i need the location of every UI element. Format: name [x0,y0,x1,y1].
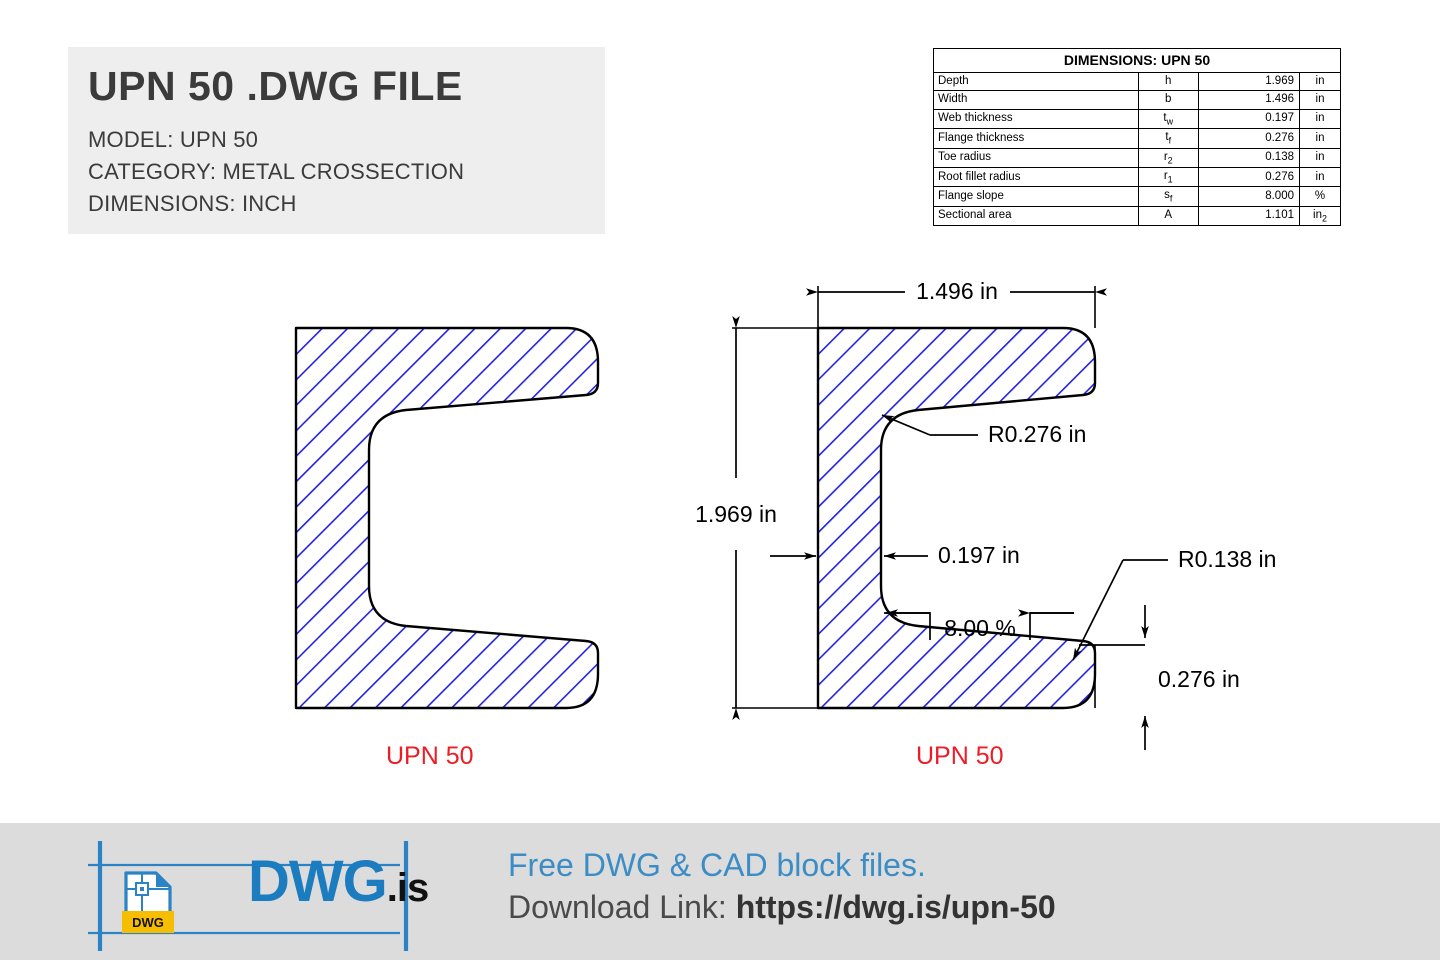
cell-value: 8.000 [1197,186,1300,207]
cell-symbol: r1 [1137,167,1199,188]
dim-flange-slope [884,609,1074,640]
cell-property-name: Width [933,90,1139,110]
meta-dimensions-value: INCH [241,190,297,216]
cell-unit: in [1298,167,1342,188]
cell-symbol: tw [1137,108,1199,130]
cell-property-name: Toe radius [933,147,1139,169]
dwg-badge-label: DWG [132,915,164,930]
footer-download-line: Download Link: https://dwg.is/upn-50 [508,887,1408,929]
table-head: DIMENSIONS: UPN 50 [933,48,1341,73]
cell-unit: in [1298,90,1342,110]
cell-property-name: Flange thickness [933,128,1139,149]
leader-root-fillet [881,414,978,436]
table-title: DIMENSIONS: UPN 50 [933,48,1341,73]
leader-toe-radius-label: R0.138 in [1178,546,1276,572]
brand-wordmark: DWG.is [248,853,429,911]
cell-property-name: Sectional area [933,205,1139,227]
cell-symbol: sf [1137,186,1199,207]
upn-section-outline-left [294,326,600,710]
cell-property-name: Web thickness [933,108,1139,130]
cell-value: 0.276 [1197,167,1300,188]
dim-width-label: 1.496 in [916,278,998,304]
brand-tld: .is [386,866,429,910]
meta-dimensions: DIMENSIONS: INCH [88,188,605,220]
brand-name: DWG [248,849,388,914]
footer-bar: DWG DWG.is Free DWG & CAD block files. D… [0,823,1440,960]
cell-symbol: tf [1137,128,1199,149]
footer-text-block: Free DWG & CAD block files. Download Lin… [508,845,1408,928]
dim-flange-thickness [1079,605,1149,750]
dwg-badge [122,911,174,933]
meta-model-label: MODEL: [88,127,174,153]
meta-dimensions-label: DIMENSIONS: [88,190,236,216]
cell-symbol: b [1137,90,1199,110]
dim-web-label: 0.197 in [938,542,1020,568]
footer-download-label: Download Link: [508,888,727,925]
meta-category: CATEGORY: METAL CROSSECTION [88,156,605,188]
cell-property-name: Depth [933,71,1139,92]
brand-logo[interactable]: DWG DWG.is [70,833,429,953]
cell-value: 1.496 [1197,90,1300,110]
cell-value: 1.969 [1197,71,1300,92]
caption-left-profile: UPN 50 [386,742,474,770]
cell-unit: in [1298,128,1342,149]
leader-root-fillet-label: R0.276 in [988,421,1086,447]
profile-left [294,326,600,710]
cell-symbol: h [1137,71,1199,92]
page-title: UPN 50 .DWG FILE [88,63,463,109]
cell-unit: in [1298,71,1342,92]
download-link[interactable]: https://dwg.is/upn-50 [735,888,1056,925]
footer-tagline: Free DWG & CAD block files. [508,847,926,883]
upn-section-outline-right [816,326,1097,710]
leader-toe-radius [1072,559,1168,661]
cell-value: 0.197 [1197,108,1300,130]
cell-unit: in [1298,147,1342,169]
meta-category-value: METAL CROSSECTION [222,158,465,184]
cell-unit: % [1298,186,1342,207]
profile-right: 1.496 in 1.969 in 0.197 in [695,278,1276,750]
cell-property-name: Flange slope [933,186,1139,207]
dim-flange-thickness-label: 0.276 in [1158,666,1240,692]
caption-right-profile: UPN 50 [916,742,1004,770]
meta-model: MODEL: UPN 50 [88,124,605,156]
cell-symbol: r2 [1137,147,1199,169]
meta-category-label: CATEGORY: [88,158,217,184]
title-block: UPN 50 .DWG FILE MODEL: UPN 50 CATEGORY:… [68,47,605,234]
cell-property-name: Root fillet radius [933,167,1139,188]
table-title-row: DIMENSIONS: UPN 50 [933,48,1341,73]
cell-value: 1.101 [1197,205,1300,227]
meta-model-value: UPN 50 [179,127,259,153]
dwg-file-icon: DWG [122,871,174,933]
cell-value: 0.138 [1197,147,1300,169]
cell-value: 0.276 [1197,128,1300,149]
dim-flange-slope-label: 8.00 % [944,615,1016,641]
dim-depth-label: 1.969 in [695,501,777,527]
cell-symbol: A [1137,205,1199,227]
cell-unit: in2 [1298,205,1342,227]
technical-drawing: 1.496 in 1.969 in 0.197 in [0,250,1440,790]
cell-unit: in [1298,108,1342,130]
